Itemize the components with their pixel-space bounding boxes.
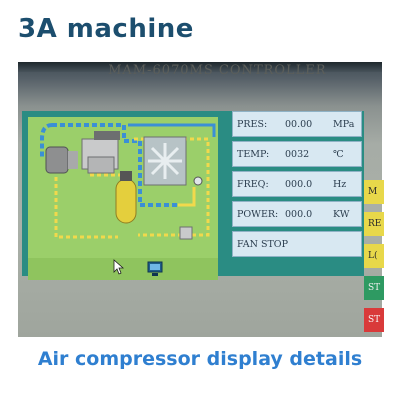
pressure-label: PRES: — [237, 118, 268, 130]
power-readout: POWER: 000.0 KW — [232, 201, 362, 227]
start-button[interactable]: ST — [364, 276, 384, 300]
side-button-reset[interactable]: RE — [364, 212, 384, 236]
frequency-unit: Hz — [333, 178, 347, 190]
power-unit: KW — [333, 208, 350, 220]
side-button-menu[interactable]: M — [364, 180, 384, 204]
side-button-reset-label: RE — [368, 219, 382, 229]
panel-top-edge — [18, 62, 382, 72]
side-button-load-label: L( — [368, 251, 378, 261]
page-subtitle: Air compressor display details — [37, 348, 363, 370]
pressure-value: 00.00 — [285, 118, 313, 130]
status-row: FAN STOP — [232, 231, 362, 257]
start-button-label: ST — [368, 283, 381, 293]
power-label: POWER: — [237, 208, 279, 220]
schematic-footer — [28, 258, 218, 280]
power-value: 000.0 — [285, 208, 313, 220]
temperature-value: 0032 — [285, 148, 310, 160]
controller-brand: MAM-6070MS CONTROLLER — [107, 63, 327, 78]
frequency-value: 000.0 — [285, 178, 313, 190]
temperature-readout: TEMP: 0032 ℃ — [232, 141, 362, 167]
pressure-readout: PRES: 00.00 MPa — [232, 111, 362, 137]
footer-icons — [113, 259, 163, 276]
stop-button-label: ST — [368, 315, 381, 325]
computer-monitor-icon — [147, 261, 163, 276]
mouse-cursor-icon — [113, 259, 125, 275]
controller-screen: PRES: 00.00 MPa TEMP: 0032 ℃ FREQ: 000.0… — [22, 111, 364, 280]
frequency-readout: FREQ: 000.0 Hz — [232, 171, 362, 197]
status-text: FAN STOP — [237, 238, 288, 250]
pressure-unit: MPa — [333, 118, 355, 130]
stop-button[interactable]: ST — [364, 308, 384, 332]
frequency-label: FREQ: — [237, 178, 269, 190]
temperature-unit: ℃ — [333, 148, 344, 160]
air-compressor-schematic — [28, 117, 218, 258]
page-title: 3A machine — [18, 14, 194, 44]
side-button-load[interactable]: L( — [364, 244, 384, 268]
side-button-menu-label: M — [368, 187, 378, 197]
schematic-drawing — [40, 123, 216, 240]
temperature-label: TEMP: — [237, 148, 270, 160]
